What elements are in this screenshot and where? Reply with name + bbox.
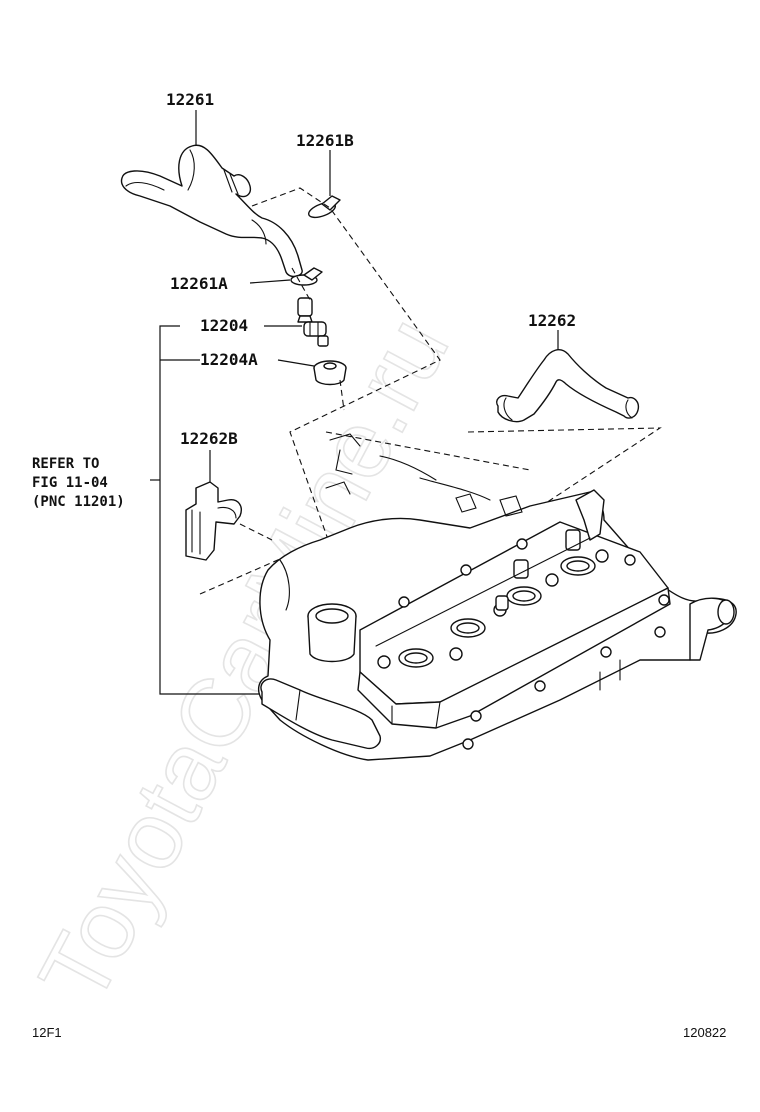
label-12262: 12262 [528, 311, 576, 330]
pcv-valve-12204 [297, 297, 329, 347]
cylinder-head-cover [257, 433, 737, 761]
hose-12261 [120, 144, 303, 278]
footer-left-code: 12F1 [32, 1025, 62, 1040]
label-12261B: 12261B [296, 131, 354, 150]
label-12204A: 12204A [200, 350, 258, 369]
label-12261: 12261 [166, 90, 214, 109]
refer-line-1: REFER TO [32, 456, 99, 472]
label-12262B: 12262B [180, 429, 238, 448]
connection-lines [199, 187, 662, 631]
bracket-12262B [185, 481, 242, 561]
footer-right-code: 120822 [683, 1025, 726, 1040]
hose-12262 [496, 349, 640, 423]
clip-12261B [307, 195, 341, 219]
leader-12261A [249, 279, 291, 284]
refer-bracket [150, 325, 268, 695]
grommet-12204A [313, 360, 347, 386]
label-12204: 12204 [200, 316, 248, 335]
refer-line-2: FIG 11-04 [32, 475, 108, 491]
leader-12204A [277, 359, 315, 367]
refer-line-3: (PNC 11201) [32, 494, 125, 510]
label-12261A: 12261A [170, 274, 228, 293]
